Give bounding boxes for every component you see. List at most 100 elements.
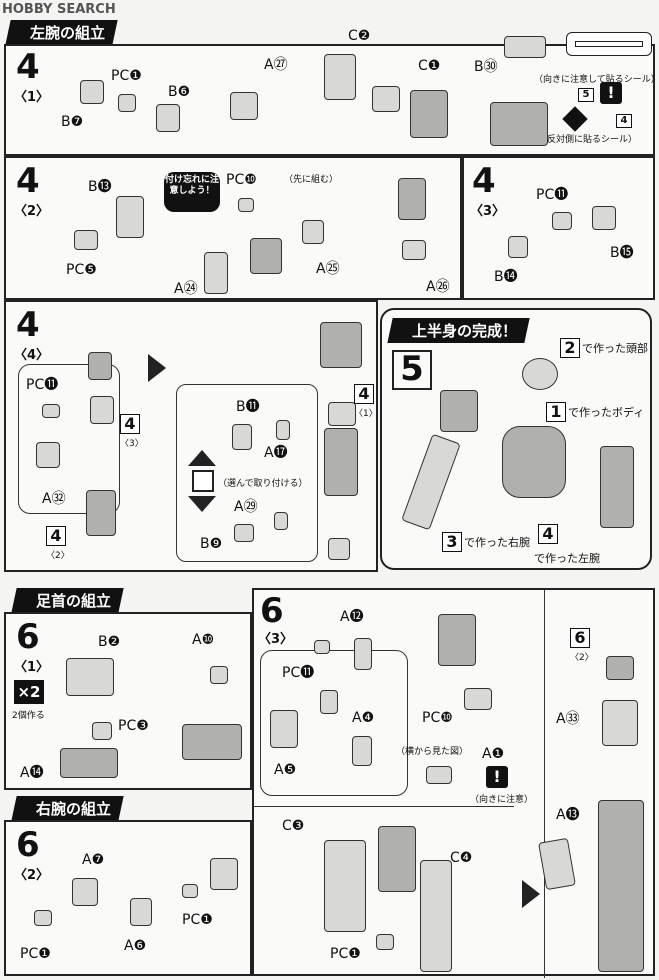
note-direction: （向きに注意）: [470, 795, 534, 805]
part-drawing: [274, 512, 288, 530]
step-number: 5: [392, 350, 432, 390]
part-drawing: [376, 934, 394, 950]
part-label-b30: B㉚: [474, 59, 498, 75]
part-drawing: [438, 614, 476, 666]
part-label-a10: A❿: [192, 632, 215, 648]
part-label-a29: A㉙: [234, 499, 258, 515]
part-drawing: [72, 878, 98, 906]
part-drawing: [88, 352, 112, 380]
banner-upper-body: 上半身の完成！: [387, 318, 530, 343]
note-side-view: （横から見た図）: [396, 747, 469, 757]
warning-callout: 付け忘れに注意しよう！: [164, 172, 220, 212]
part-drawing: [232, 424, 252, 450]
warning-icon: !: [486, 766, 508, 788]
part-drawing: [320, 690, 338, 714]
part-drawing: [320, 322, 362, 368]
flip-icon: [562, 106, 588, 132]
part-drawing: [328, 402, 356, 426]
seal-strip-icon: [566, 32, 652, 56]
ref-step-4-3: 4: [120, 414, 140, 434]
part-label-a5: A❺: [274, 762, 297, 778]
part-drawing: [238, 198, 254, 212]
part-drawing: [324, 840, 366, 932]
part-label-b6: B❻: [168, 84, 191, 100]
part-drawing: [352, 736, 372, 766]
substep-label: 〈2〉: [14, 868, 50, 883]
panel-step-4-3: 4 〈3〉 PC⓫ B⓯ B⓮: [462, 156, 655, 300]
ref-text-body: で作ったボディ: [568, 406, 645, 419]
part-label-pc1: PC❶: [111, 68, 142, 84]
part-label-a33: A㉝: [556, 711, 580, 727]
part-drawing: [204, 252, 228, 294]
seal-note-direction: （向きに注意して貼るシール）: [534, 75, 659, 85]
part-drawing: [276, 420, 290, 440]
part-drawing: [156, 104, 180, 132]
part-label-a27: A㉗: [264, 57, 288, 73]
part-drawing: [118, 94, 136, 112]
ref-text-right-arm: で作った右腕: [464, 536, 530, 549]
note-assemble-first: （先に組む）: [284, 175, 339, 185]
part-drawing: [314, 640, 330, 654]
part-drawing: [34, 910, 52, 926]
part-drawing: [354, 638, 372, 670]
part-drawing: [502, 426, 566, 498]
part-label-a24: A㉔: [174, 281, 198, 297]
part-drawing: [490, 102, 548, 146]
part-drawing: [60, 748, 118, 778]
substep-label: 〈3〉: [470, 204, 506, 219]
part-drawing: [426, 766, 452, 784]
part-drawing: [42, 404, 60, 418]
part-label-a1: A❶: [482, 746, 505, 762]
warning-icon: !: [600, 82, 622, 104]
banner-left-arm: 左腕の組立: [5, 20, 118, 45]
part-label-a4: A❹: [352, 710, 375, 726]
banner-legs: 足首の組立: [11, 588, 124, 613]
part-drawing: [602, 700, 638, 746]
part-label-pc10: PC❿: [226, 172, 257, 188]
ref-sub-6-2: 〈2〉: [570, 653, 594, 663]
part-drawing: [420, 860, 452, 972]
step-number: 6: [16, 617, 40, 657]
part-drawing: [324, 54, 356, 100]
part-drawing: [600, 446, 634, 528]
ref-text-head: で作った頭部: [582, 342, 648, 355]
part-drawing: [250, 238, 282, 274]
ref-step-4-2: 4: [46, 526, 66, 546]
hand-choice-frame: [176, 384, 318, 562]
part-drawing: [210, 858, 238, 890]
ref-step-3: 3: [442, 532, 462, 552]
part-label-pc11: PC⓫: [26, 377, 59, 393]
panel-step-6-1: 6 〈1〉 ×2 2個作る B❷ PC❸ A⓮ A❿: [4, 612, 252, 790]
part-label-b7: B❼: [61, 114, 84, 130]
part-drawing: [36, 442, 60, 468]
part-drawing: [378, 826, 416, 892]
part-label-b15: B⓯: [610, 245, 634, 261]
part-label-b9: B❾: [200, 536, 223, 552]
part-label-a6: A❻: [124, 938, 147, 954]
part-label-a25: A㉕: [316, 261, 340, 277]
note-choose-attach: （選んで取り付ける）: [218, 479, 308, 489]
part-drawing: [522, 358, 558, 390]
panel-step-4-2: 4 〈2〉 B⓭ PC❿ PC❺ A㉔ A㉕ A㉖ 付け忘れに注意しよう！ （先…: [4, 156, 462, 300]
part-drawing: [324, 428, 358, 496]
part-label-pc11: PC⓫: [282, 665, 315, 681]
part-drawing: [86, 490, 116, 536]
ref-sub-4-2: 〈2〉: [46, 551, 70, 561]
part-label-a26: A㉖: [426, 279, 450, 295]
part-drawing: [80, 80, 104, 104]
part-label-pc1-b: PC❶: [20, 946, 51, 962]
part-label-a14: A⓮: [20, 765, 44, 781]
substep-label: 〈1〉: [14, 90, 50, 105]
quantity-note: 2個作る: [12, 711, 45, 721]
part-drawing: [302, 220, 324, 244]
step-number: 4: [16, 305, 40, 345]
part-drawing: [398, 178, 426, 220]
choice-arrows-icon: [188, 450, 218, 520]
divider-vertical: [544, 590, 545, 978]
substep-label: 〈4〉: [14, 348, 50, 363]
part-label-a32: A㉜: [42, 491, 66, 507]
ref-step-2: 2: [560, 338, 580, 358]
panel-step-5: 上半身の完成！ 5 2 で作った頭部 1 で作ったボディ 3 で作った右腕 4 …: [380, 308, 652, 570]
part-drawing: [116, 196, 144, 238]
part-label-a17: A⓱: [264, 445, 288, 461]
